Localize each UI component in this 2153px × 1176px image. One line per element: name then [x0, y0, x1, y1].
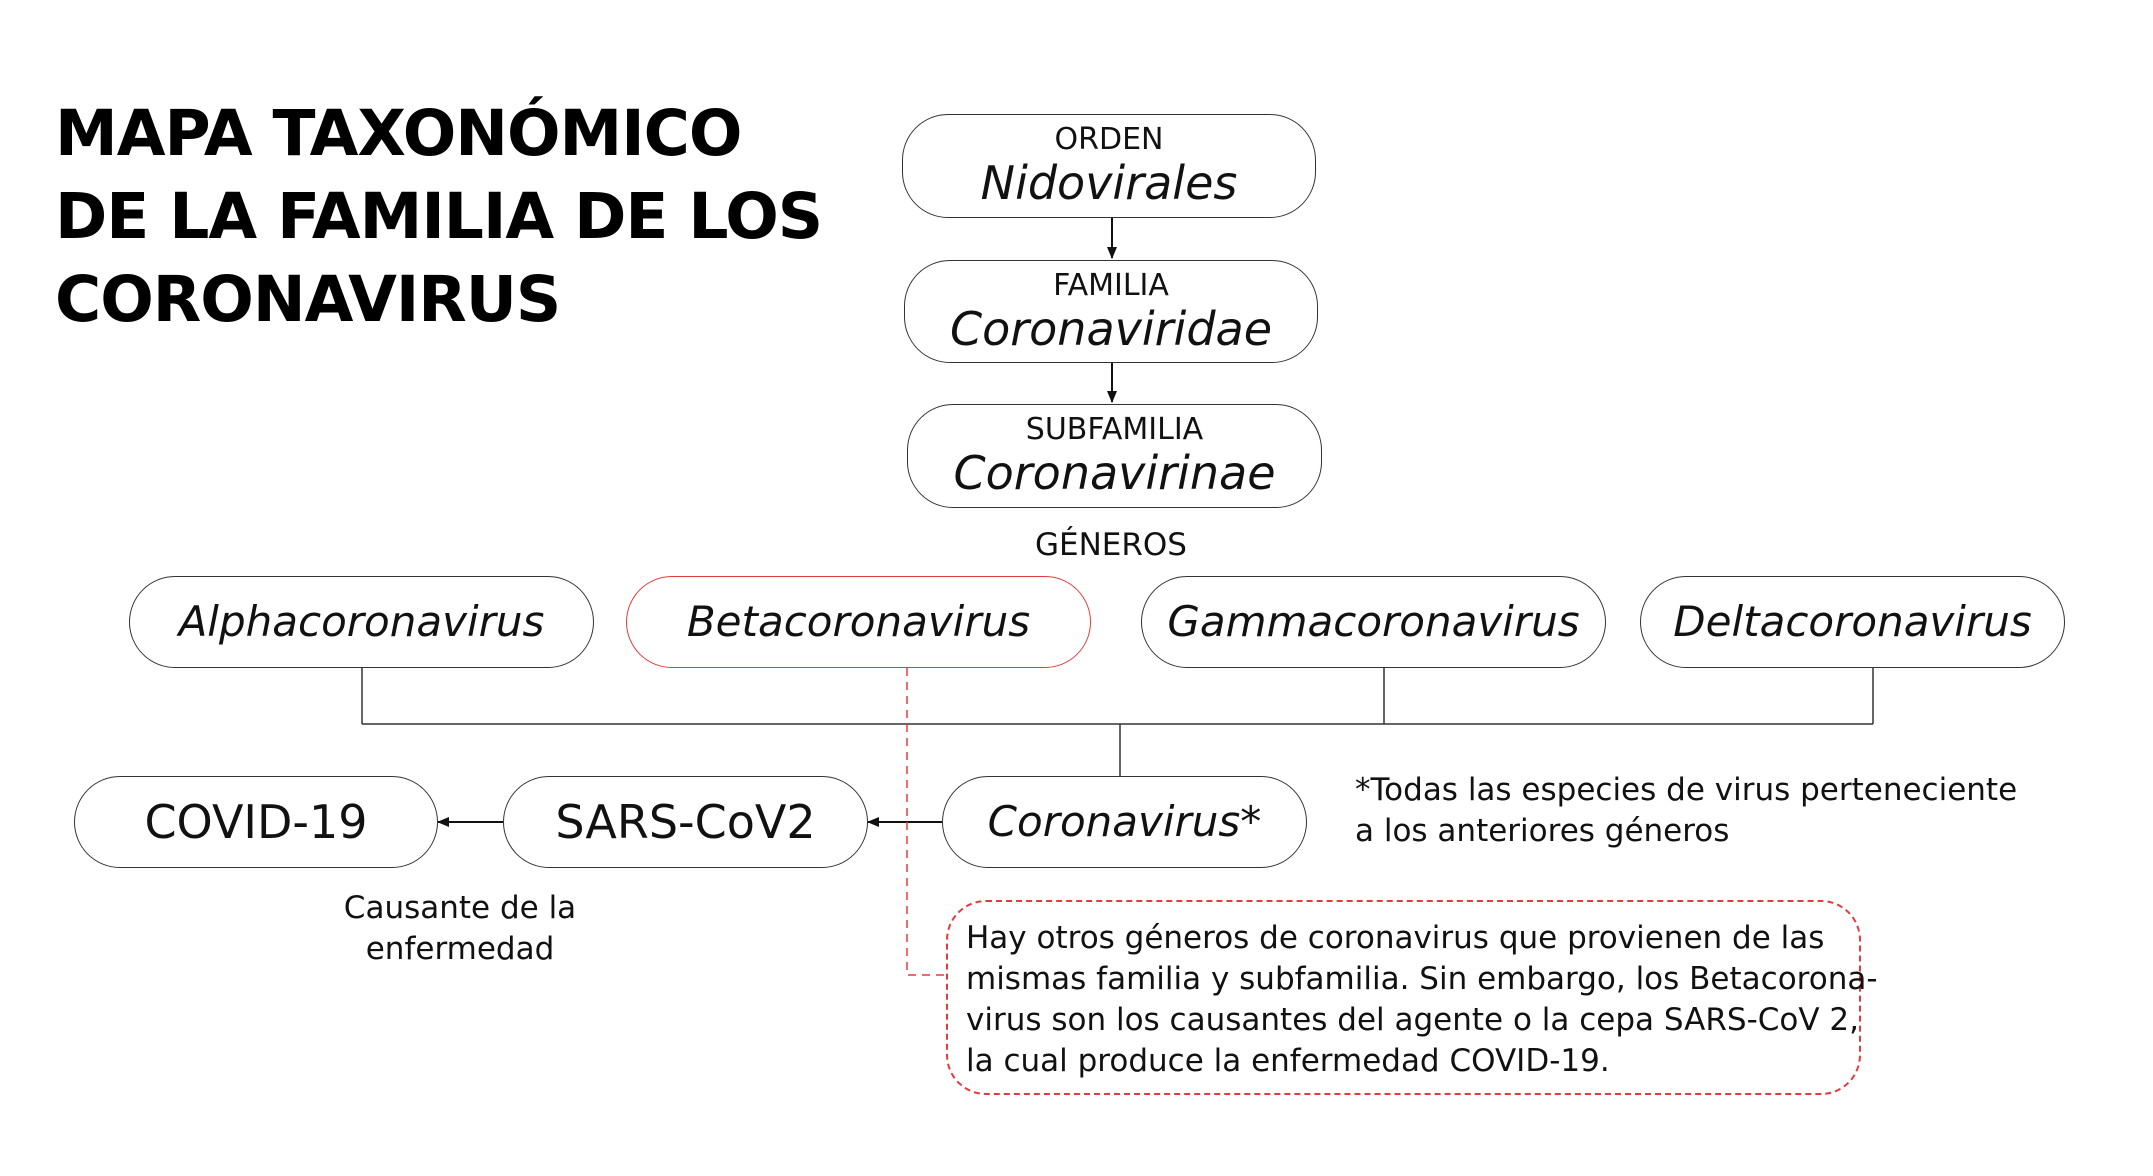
node-gammacoronavirus-name: Gammacoronavirus [1167, 597, 1580, 646]
node-sars-cov2-name: SARS-CoV2 [555, 795, 816, 849]
node-orden-rank: ORDEN [1054, 122, 1164, 157]
title-line-3: CORONAVIRUS [55, 263, 561, 336]
node-alphacoronavirus-name: Alphacoronavirus [178, 597, 545, 646]
betacoronavirus-callout-leader [906, 668, 946, 976]
callout-line-4: la cual produce la enfermedad COVID-19. [966, 1043, 1610, 1079]
causante-line-1: Causante de la [343, 890, 577, 926]
node-gammacoronavirus: Gammacoronavirus [1141, 576, 1606, 668]
node-coronavirus: Coronavirus* [942, 776, 1307, 868]
betacoronavirus-callout: Hay otros géneros de coronavirus que pro… [946, 900, 1878, 1095]
node-subfamilia: SUBFAMILIA Coronavirinae [907, 404, 1322, 508]
node-covid-19-name: COVID-19 [144, 795, 368, 849]
page-title: MAPA TAXONÓMICO DE LA FAMILIA DE LOS COR… [55, 92, 823, 341]
node-coronavirus-name: Coronavirus* [987, 797, 1262, 846]
callout-line-2: mismas familia y subfamilia. Sin embargo… [966, 961, 1878, 997]
node-betacoronavirus: Betacoronavirus [626, 576, 1091, 668]
node-betacoronavirus-name: Betacoronavirus [686, 597, 1031, 646]
title-line-2: DE LA FAMILIA DE LOS [55, 180, 823, 253]
node-subfamilia-name: Coronavirinae [953, 446, 1276, 500]
callout-line-1: Hay otros géneros de coronavirus que pro… [966, 920, 1825, 956]
node-familia-name: Coronaviridae [949, 301, 1273, 356]
node-familia-rank: FAMILIA [1053, 267, 1169, 303]
node-sars-cov2: SARS-CoV2 [503, 776, 868, 868]
node-orden: ORDEN Nidovirales [902, 114, 1316, 218]
footnote: *Todas las especies de virus pertenecien… [1355, 770, 2017, 852]
generos-label: GÉNEROS [1034, 527, 1187, 563]
genera-bracket [361, 668, 1874, 776]
footnote-line-1: *Todas las especies de virus pertenecien… [1355, 772, 2018, 808]
node-familia: FAMILIA Coronaviridae [904, 260, 1318, 363]
causante-line-2: enfermedad [365, 931, 555, 967]
node-alphacoronavirus: Alphacoronavirus [129, 576, 594, 668]
node-orden-name: Nidovirales [980, 156, 1238, 210]
footnote-line-2: a los anteriores géneros [1355, 813, 1730, 849]
title-line-1: MAPA TAXONÓMICO [55, 97, 742, 170]
causante-label: Causante de la enfermedad [330, 888, 590, 970]
callout-line-3: virus son los causantes del agente o la … [966, 1002, 1860, 1038]
node-covid-19: COVID-19 [74, 776, 438, 868]
node-deltacoronavirus-name: Deltacoronavirus [1673, 597, 2032, 646]
node-subfamilia-rank: SUBFAMILIA [1025, 412, 1204, 447]
node-deltacoronavirus: Deltacoronavirus [1640, 576, 2065, 668]
